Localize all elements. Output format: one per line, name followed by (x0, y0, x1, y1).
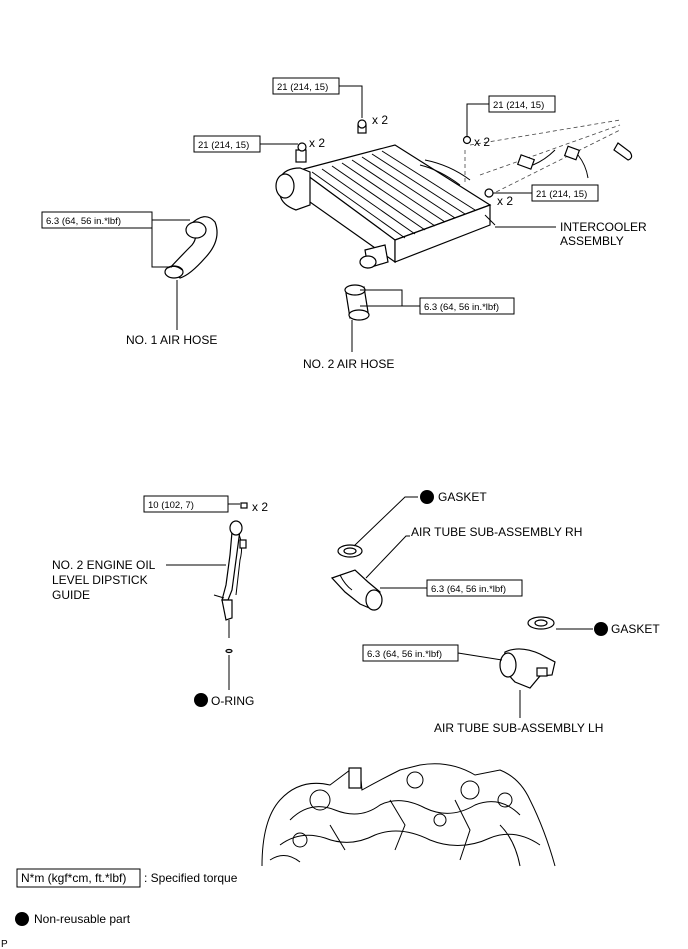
svg-text:NO. 1 AIR HOSE: NO. 1 AIR HOSE (126, 333, 217, 347)
svg-text:NO. 2 AIR HOSE: NO. 2 AIR HOSE (303, 357, 394, 371)
svg-text:N*m (kgf*cm, ft.*lbf): N*m (kgf*cm, ft.*lbf) (21, 871, 126, 885)
svg-text:6.3 (64, 56 in.*lbf): 6.3 (64, 56 in.*lbf) (46, 216, 121, 227)
torque-label-tube-rh: 6.3 (64, 56 in.*lbf) (380, 579, 523, 597)
qty-top-left: x 2 (372, 113, 388, 127)
svg-text:O-RING: O-RING (211, 694, 254, 708)
corner-mark: P (1, 939, 8, 949)
intercooler-assembly-illustration (275, 124, 496, 269)
torque-label-dipstick: 10 (102, 7) x 2 (143, 495, 268, 514)
dipstick-guide-label: NO. 2 ENGINE OIL LEVEL DIPSTICK GUIDE (52, 558, 226, 602)
non-reusable-icon (594, 622, 608, 636)
non-reusable-icon (194, 693, 208, 707)
svg-text:: Specified torque: : Specified torque (144, 871, 238, 885)
torque-label-no1-hose: 6.3 (64, 56 in.*lbf) (41, 211, 190, 268)
qty-mid-left: x 2 (309, 136, 325, 150)
svg-text:21 (214, 15): 21 (214, 15) (277, 82, 328, 93)
svg-text:GASKET: GASKET (438, 490, 487, 504)
svg-text:AIR TUBE SUB-ASSEMBLY LH: AIR TUBE SUB-ASSEMBLY LH (434, 721, 603, 735)
svg-text:6.3 (64, 56 in.*lbf): 6.3 (64, 56 in.*lbf) (424, 302, 499, 313)
svg-text:21 (214, 15): 21 (214, 15) (536, 189, 587, 200)
legend-specified-torque: N*m (kgf*cm, ft.*lbf) : Specified torque (16, 868, 238, 888)
svg-text:ASSEMBLY: ASSEMBLY (560, 234, 624, 248)
intercooler-assembly-label: INTERCOOLER ASSEMBLY (495, 220, 647, 248)
torque-label-mid-left: 21 (214, 15) x 2 (193, 135, 325, 153)
svg-text:Non-reusable part: Non-reusable part (34, 912, 131, 926)
no2-air-hose-illustration (344, 284, 370, 321)
torque-label-no2-hose: 6.3 (64, 56 in.*lbf) (360, 289, 515, 315)
gasket-rh-illustration (337, 544, 363, 558)
svg-text:INTERCOOLER: INTERCOOLER (560, 220, 647, 234)
svg-text:LEVEL DIPSTICK: LEVEL DIPSTICK (52, 573, 148, 587)
fasteners (297, 119, 494, 198)
no1-air-hose-label: NO. 1 AIR HOSE (126, 280, 217, 347)
svg-text:GUIDE: GUIDE (52, 588, 90, 602)
gasket-rh-label: GASKET (353, 490, 487, 547)
qty-dipstick: x 2 (252, 500, 268, 514)
o-ring-label: O-RING (194, 655, 254, 708)
dipstick-guide-illustration (213, 520, 247, 654)
air-tube-rh-illustration (330, 569, 383, 611)
svg-text:6.3 (64, 56 in.*lbf): 6.3 (64, 56 in.*lbf) (367, 649, 442, 660)
svg-text:AIR TUBE SUB-ASSEMBLY RH: AIR TUBE SUB-ASSEMBLY RH (411, 525, 582, 539)
svg-text:GASKET: GASKET (611, 622, 660, 636)
torque-label-right: 21 (214, 15) x 2 (493, 184, 599, 208)
qty-right: x 2 (497, 194, 513, 208)
svg-text:6.3 (64, 56 in.*lbf): 6.3 (64, 56 in.*lbf) (431, 584, 506, 595)
air-tube-rh-label: AIR TUBE SUB-ASSEMBLY RH (365, 525, 582, 579)
svg-text:NO. 2 ENGINE OIL: NO. 2 ENGINE OIL (52, 558, 156, 572)
non-reusable-icon (15, 912, 29, 926)
torque-label-tube-lh: 6.3 (64, 56 in.*lbf) (362, 644, 503, 662)
air-tube-lh-label: AIR TUBE SUB-ASSEMBLY LH (434, 690, 603, 735)
wire-connectors (516, 142, 633, 179)
air-tube-lh-illustration (499, 648, 556, 689)
gasket-lh-illustration (527, 616, 555, 630)
gasket-lh-label: GASKET (556, 622, 660, 636)
non-reusable-icon (420, 490, 434, 504)
svg-text:21 (214, 15): 21 (214, 15) (493, 100, 544, 111)
connector-dashed-lines (464, 119, 621, 196)
qty-top-right: x 2 (474, 135, 490, 149)
no1-air-hose-illustration (164, 216, 218, 279)
legend-non-reusable: Non-reusable part (15, 912, 131, 926)
no2-air-hose-label: NO. 2 AIR HOSE (303, 320, 394, 371)
svg-text:21 (214, 15): 21 (214, 15) (198, 140, 249, 151)
svg-text:10 (102, 7): 10 (102, 7) (148, 500, 194, 511)
torque-label-top-left: 21 (214, 15) x 2 (272, 77, 388, 127)
torque-label-top-right: 21 (214, 15) x 2 (466, 95, 556, 149)
engine-location-illustration (261, 763, 556, 867)
